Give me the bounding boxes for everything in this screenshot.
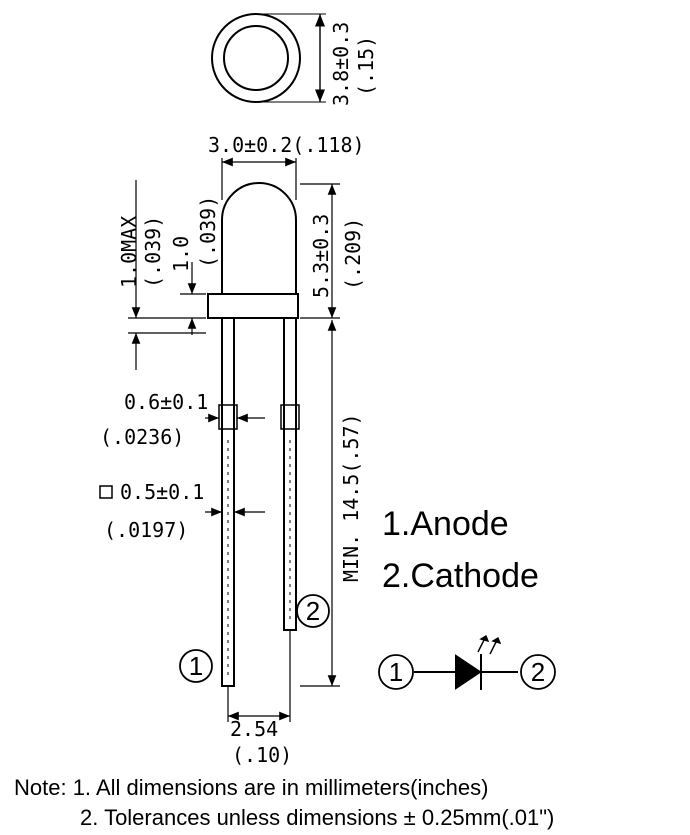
symbol-pin-1-label: 1	[389, 657, 403, 687]
top-dia-mm: 3.8±0.3	[329, 22, 353, 106]
symbol-pin-1-marker	[378, 654, 414, 690]
lead-square-mm: 0.5±0.1	[120, 480, 204, 504]
top-view-inner-circle	[223, 25, 289, 91]
diode-triangle-icon	[455, 654, 482, 690]
flange-mm: 1.0	[169, 236, 193, 272]
flange-in: (.039)	[196, 196, 220, 268]
pitch-mm: 2.54	[230, 717, 278, 741]
note-line-2: 2. Tolerances unless dimensions ± 0.25mm…	[80, 805, 555, 830]
symbol-pin-2-marker	[520, 654, 556, 690]
body-height-in: (.209)	[341, 218, 365, 290]
led-schematic-symbol	[414, 634, 518, 690]
flange-max-in: (.039)	[141, 216, 165, 288]
lead-length-dim: MIN. 14.5(.57)	[339, 413, 363, 582]
body-height-mm: 5.3±0.3	[309, 214, 333, 298]
lead-width-mm: 0.6±0.1	[124, 390, 208, 414]
flange-max-mm: 1.0MAX	[117, 216, 141, 288]
pitch-in: (.10)	[232, 743, 292, 767]
pin-1-label: 1	[189, 651, 203, 681]
lead-width-in: (.0236)	[100, 425, 184, 449]
led-flange	[207, 293, 299, 319]
top-dia-in: (.15)	[354, 36, 378, 96]
symbol-pin-2-label: 2	[531, 657, 545, 687]
legend-anode: 1.Anode	[382, 505, 509, 543]
top-view	[211, 13, 326, 103]
led-body	[207, 182, 299, 319]
legend-cathode: 2.Cathode	[382, 557, 539, 595]
leads	[218, 317, 300, 687]
led-dome	[221, 182, 297, 294]
anode-lead	[221, 317, 235, 687]
body-dia-dim: 3.0±0.2(.118)	[208, 133, 365, 157]
light-emission-icon	[477, 634, 502, 655]
pin-2-label: 2	[306, 596, 320, 626]
top-view-outer-circle	[211, 13, 301, 103]
square-symbol-icon	[99, 485, 113, 499]
pin-2-marker	[296, 594, 330, 628]
pin-1-marker	[179, 649, 213, 683]
lead-square-in: (.0197)	[104, 518, 188, 542]
note-line-1: Note: 1. All dimensions are in millimete…	[14, 775, 489, 800]
